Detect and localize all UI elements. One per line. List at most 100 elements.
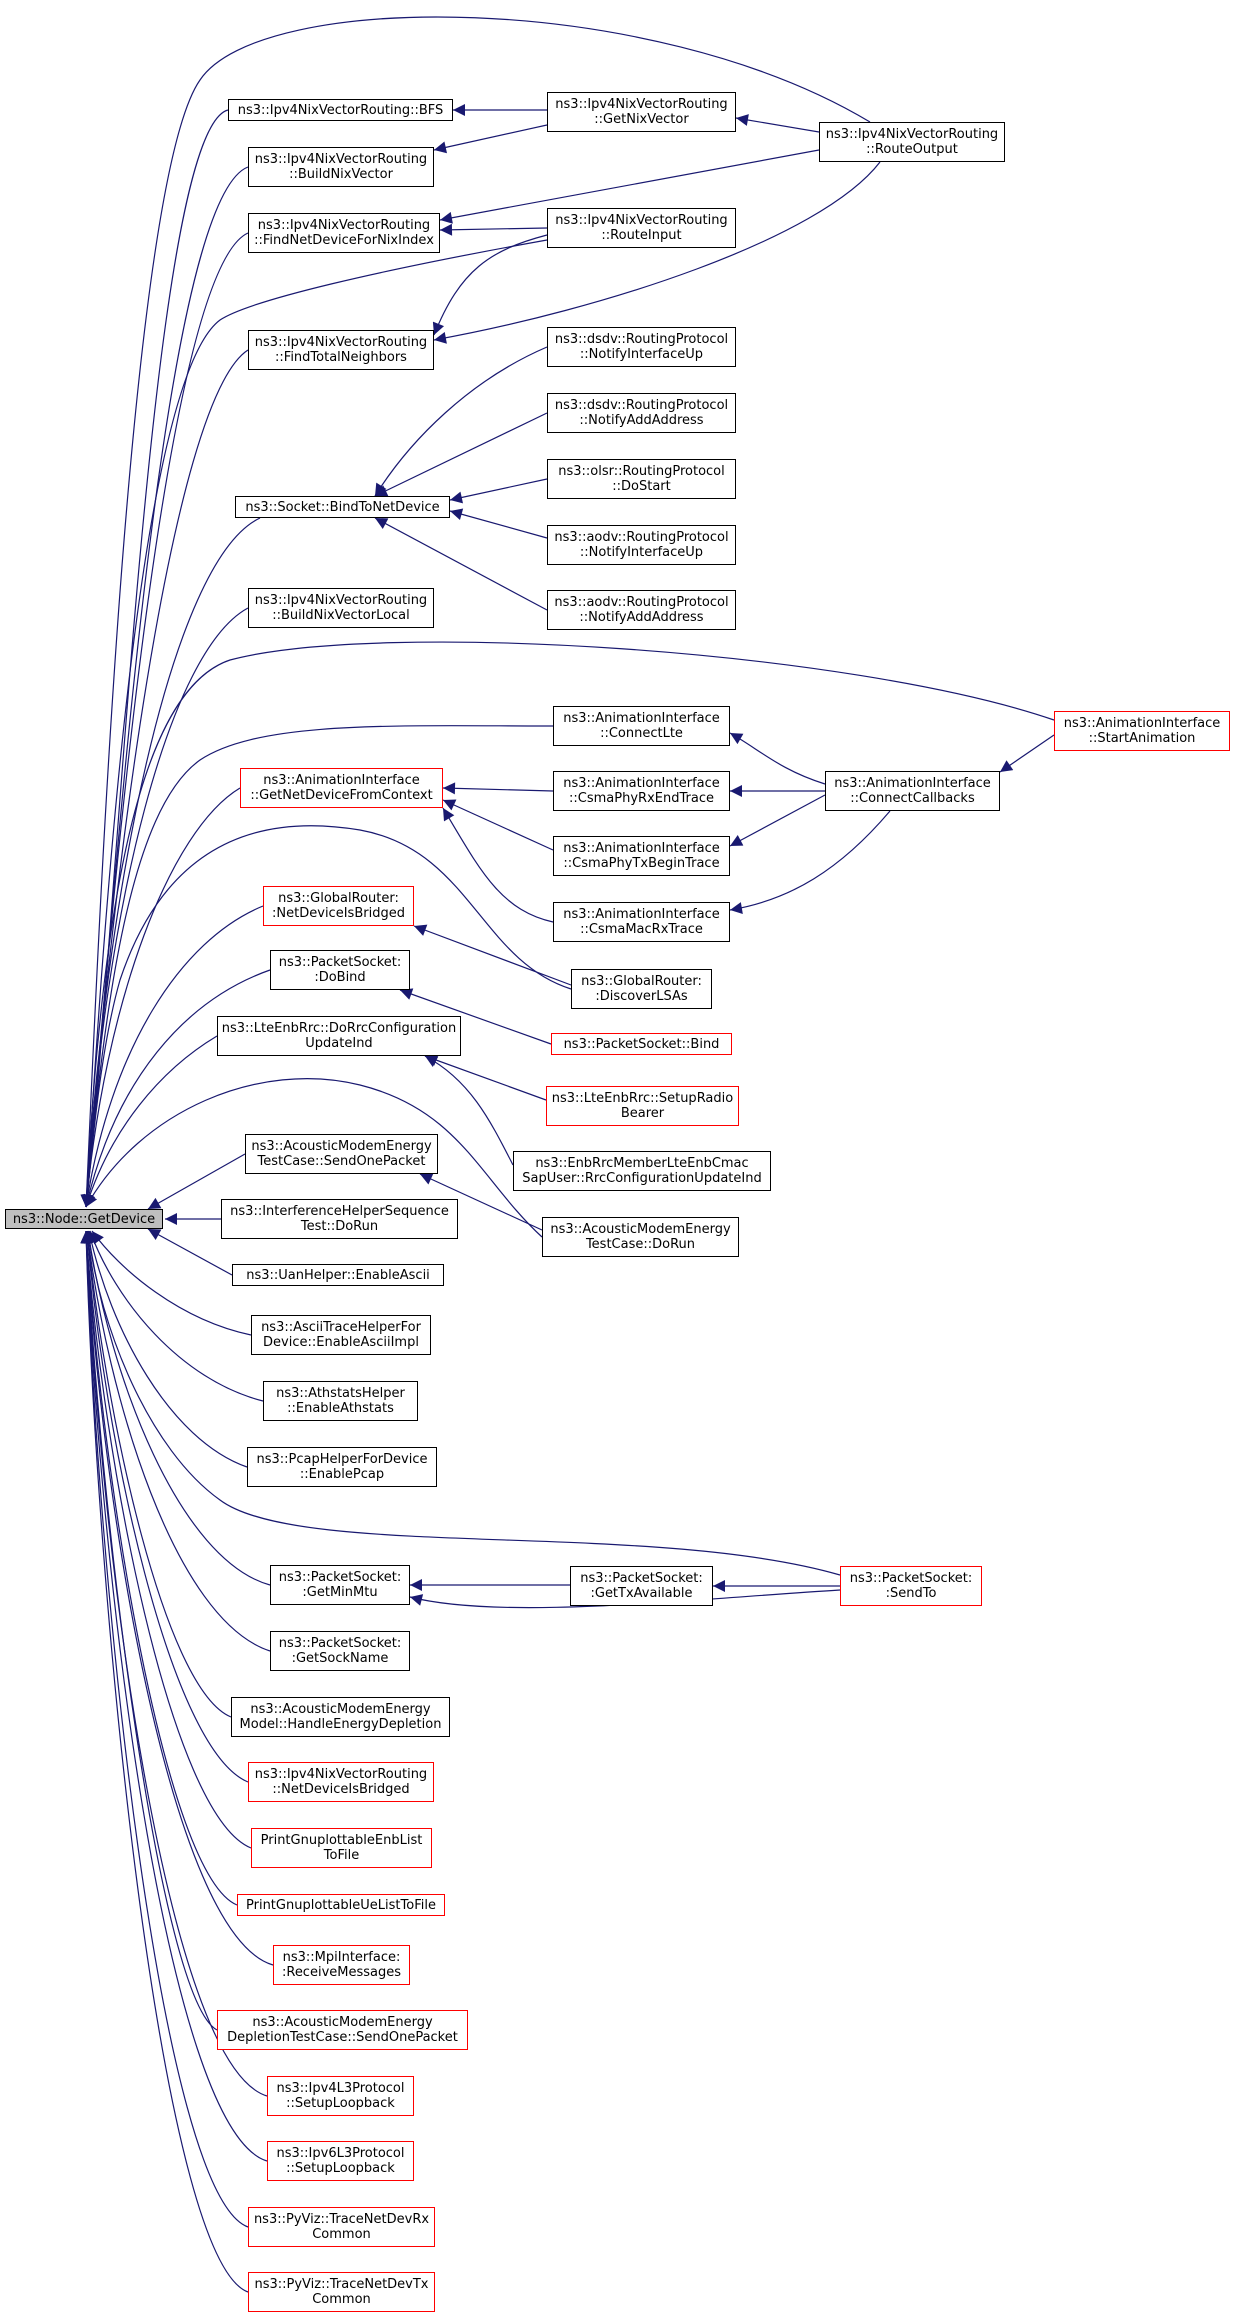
node-mpi-receive-messages[interactable]: ns3::MpiInterface: :ReceiveMessages: [273, 1945, 410, 1985]
node-depletion-send-one-packet[interactable]: ns3::AcousticModemEnergy DepletionTestCa…: [217, 2010, 468, 2050]
node-route-output[interactable]: ns3::Ipv4NixVectorRouting ::RouteOutput: [819, 122, 1005, 162]
edge-csma-tx-begin-context: [442, 799, 554, 851]
node-trace-net-dev-tx-common[interactable]: ns3::PyViz::TraceNetDevTx Common: [248, 2272, 435, 2312]
node-setup-radio-bearer[interactable]: ns3::LteEnbRrc::SetupRadio Bearer: [546, 1086, 739, 1126]
edge-aodv-add-socket: [374, 517, 548, 611]
edge-acoustic-do-run-root: [85, 1078, 543, 1238]
edge-acoustic-send-root: [147, 1153, 246, 1210]
edge-trace-rx-root: [80, 1230, 249, 2228]
node-ipv6-setup-loopback[interactable]: ns3::Ipv6L3Protocol ::SetupLoopback: [267, 2141, 414, 2181]
edge-start-animation-root: [80, 641, 1055, 1208]
node-csma-phy-tx-begin-trace[interactable]: ns3::AnimationInterface ::CsmaPhyTxBegin…: [553, 836, 730, 876]
node-print-ue-list[interactable]: PrintGnuplottableUeListToFile: [237, 1894, 445, 1916]
edge-uan-helper-root: [147, 1228, 233, 1276]
edge-route-input-root: [80, 239, 548, 1208]
edge-start-animation-callbacks: [999, 734, 1055, 773]
node-acoustic-send-one-packet[interactable]: ns3::AcousticModemEnergy TestCase::SendO…: [245, 1134, 438, 1174]
edge-csma-rx-end-context: [442, 782, 554, 795]
edge-get-sock-name-root: [82, 1230, 271, 1652]
edge-acoustic-do-run-send: [419, 1173, 543, 1231]
edge-olsr-socket: [449, 478, 548, 504]
node-packet-socket-get-min-mtu[interactable]: ns3::PacketSocket: :GetMinMtu: [270, 1565, 410, 1605]
edge-send-to-root: [83, 1230, 841, 1576]
edge-aodv-up-socket: [449, 508, 548, 539]
node-find-net-device-for-nix-index[interactable]: ns3::Ipv4NixVectorRouting ::FindNetDevic…: [248, 213, 440, 253]
node-route-input[interactable]: ns3::Ipv4NixVectorRouting ::RouteInput: [547, 208, 736, 248]
edge-callbacks-connect-lte: [729, 732, 826, 785]
node-csma-mac-rx-trace[interactable]: ns3::AnimationInterface ::CsmaMacRxTrace: [553, 902, 730, 942]
edge-nix-bridged-root: [81, 1230, 249, 1783]
node-build-nix-vector-local[interactable]: ns3::Ipv4NixVectorRouting ::BuildNixVect…: [248, 588, 434, 628]
node-acoustic-do-run[interactable]: ns3::AcousticModemEnergy TestCase::DoRun: [542, 1217, 739, 1257]
edge-ascii-trace-root: [91, 1230, 252, 1336]
edge-dsdv-add-socket: [374, 412, 548, 497]
node-trace-net-dev-rx-common[interactable]: ns3::PyViz::TraceNetDevRx Common: [248, 2207, 435, 2247]
edge-build-nix-vector-local-root: [80, 607, 249, 1208]
node-bfs[interactable]: ns3::Ipv4NixVectorRouting::BFS: [228, 99, 453, 121]
edge-route-input-find-net: [439, 223, 548, 236]
node-get-nix-vector[interactable]: ns3::Ipv4NixVectorRouting ::GetNixVector: [547, 92, 736, 132]
node-nix-net-device-is-bridged[interactable]: ns3::Ipv4NixVectorRouting ::NetDeviceIsB…: [248, 1762, 434, 1802]
edge-mpi-root: [80, 1230, 274, 1966]
node-csma-phy-rx-end-trace[interactable]: ns3::AnimationInterface ::CsmaPhyRxEndTr…: [553, 771, 730, 811]
edge-packet-socket-dobind-root: [82, 969, 271, 1208]
node-start-animation[interactable]: ns3::AnimationInterface ::StartAnimation: [1054, 711, 1230, 751]
node-root-get-device: ns3::Node::GetDevice: [5, 1209, 163, 1229]
node-socket-bind-to-net-device[interactable]: ns3::Socket::BindToNetDevice: [235, 496, 450, 518]
edge-print-ue-root: [80, 1230, 238, 1906]
node-dsdv-notify-add-address[interactable]: ns3::dsdv::RoutingProtocol ::NotifyAddAd…: [547, 393, 736, 433]
edge-packet-bind-dobind: [399, 988, 552, 1045]
node-get-tx-available[interactable]: ns3::PacketSocket: :GetTxAvailable: [570, 1566, 713, 1606]
node-dsdv-notify-interface-up[interactable]: ns3::dsdv::RoutingProtocol ::NotifyInter…: [547, 327, 736, 367]
edge-get-nix-vector-build: [433, 124, 548, 154]
edge-route-output-root: [80, 16, 871, 1208]
edge-print-enb-root: [80, 1230, 252, 1849]
edge-ipv6-loopback-root: [80, 1230, 268, 2162]
edge-depletion-send-root: [80, 1230, 218, 2031]
edge-net-device-is-bridged-root: [81, 905, 264, 1208]
node-packet-socket-get-sock-name[interactable]: ns3::PacketSocket: :GetSockName: [270, 1631, 410, 1671]
edge-callbacks-csma-mac: [729, 810, 891, 914]
node-olsr-do-start[interactable]: ns3::olsr::RoutingProtocol ::DoStart: [547, 459, 736, 499]
node-connect-callbacks[interactable]: ns3::AnimationInterface ::ConnectCallbac…: [825, 771, 1000, 811]
edge-pcap-helper-root: [85, 1230, 248, 1468]
edge-do-rrc-root: [83, 1035, 218, 1208]
node-acoustic-handle-energy-depletion[interactable]: ns3::AcousticModemEnergy Model::HandleEn…: [231, 1697, 450, 1737]
edge-trace-tx-root: [80, 1230, 249, 2293]
node-do-rrc-configuration-update-ind[interactable]: ns3::LteEnbRrc::DoRrcConfiguration Updat…: [217, 1016, 461, 1056]
node-athstats-helper-enable-athstats[interactable]: ns3::AthstatsHelper ::EnableAthstats: [263, 1381, 418, 1421]
node-print-enb-list[interactable]: PrintGnuplottableEnbList ToFile: [251, 1828, 432, 1868]
edge-athstats-root: [88, 1230, 264, 1402]
edge-route-output-find-total: [433, 161, 881, 344]
node-connect-lte[interactable]: ns3::AnimationInterface ::ConnectLte: [553, 706, 730, 746]
edge-discover-bridged: [413, 924, 572, 986]
node-aodv-notify-add-address[interactable]: ns3::aodv::RoutingProtocol ::NotifyAddAd…: [547, 590, 736, 630]
node-find-total-neighbors[interactable]: ns3::Ipv4NixVectorRouting ::FindTotalNei…: [248, 330, 434, 370]
node-uan-helper-enable-ascii[interactable]: ns3::UanHelper::EnableAscii: [232, 1264, 444, 1286]
edge-callbacks-csma-tx-begin: [729, 794, 826, 847]
node-send-to[interactable]: ns3::PacketSocket: :SendTo: [840, 1566, 982, 1606]
edge-connect-lte-root: [81, 725, 554, 1208]
node-pcap-helper-enable-pcap[interactable]: ns3::PcapHelperForDevice ::EnablePcap: [247, 1447, 437, 1487]
node-net-device-is-bridged[interactable]: ns3::GlobalRouter: :NetDeviceIsBridged: [263, 886, 414, 926]
node-interference-helper-do-run[interactable]: ns3::InterferenceHelperSequence Test::Do…: [221, 1199, 458, 1239]
node-discover-lsas[interactable]: ns3::GlobalRouter: :DiscoverLSAs: [571, 969, 712, 1009]
edge-route-output-find-net: [439, 149, 820, 224]
edge-route-input-find-total: [432, 234, 548, 336]
node-packet-socket-do-bind[interactable]: ns3::PacketSocket: :DoBind: [270, 950, 410, 990]
edge-csma-mac-context: [442, 807, 554, 923]
edge-discover-lsas-root: [81, 825, 572, 1208]
node-enb-rrc-member-update-ind[interactable]: ns3::EnbRrcMemberLteEnbCmac SapUser::Rrc…: [513, 1151, 771, 1191]
node-get-net-device-from-context[interactable]: ns3::AnimationInterface ::GetNetDeviceFr…: [240, 768, 443, 808]
node-packet-socket-bind[interactable]: ns3::PacketSocket::Bind: [551, 1033, 732, 1055]
edge-socket-bind-root: [80, 517, 261, 1208]
edge-ipv4-loopback-root: [80, 1230, 268, 2097]
node-ipv4-setup-loopback[interactable]: ns3::Ipv4L3Protocol ::SetupLoopback: [267, 2076, 414, 2116]
edge-handle-energy-root: [82, 1230, 232, 1718]
node-build-nix-vector[interactable]: ns3::Ipv4NixVectorRouting ::BuildNixVect…: [248, 147, 434, 187]
node-aodv-notify-interface-up[interactable]: ns3::aodv::RoutingProtocol ::NotifyInter…: [547, 525, 736, 565]
node-ascii-trace-helper-enable-ascii-impl[interactable]: ns3::AsciiTraceHelperFor Device::EnableA…: [251, 1315, 431, 1355]
edge-setup-radio-do-rrc: [424, 1054, 547, 1101]
